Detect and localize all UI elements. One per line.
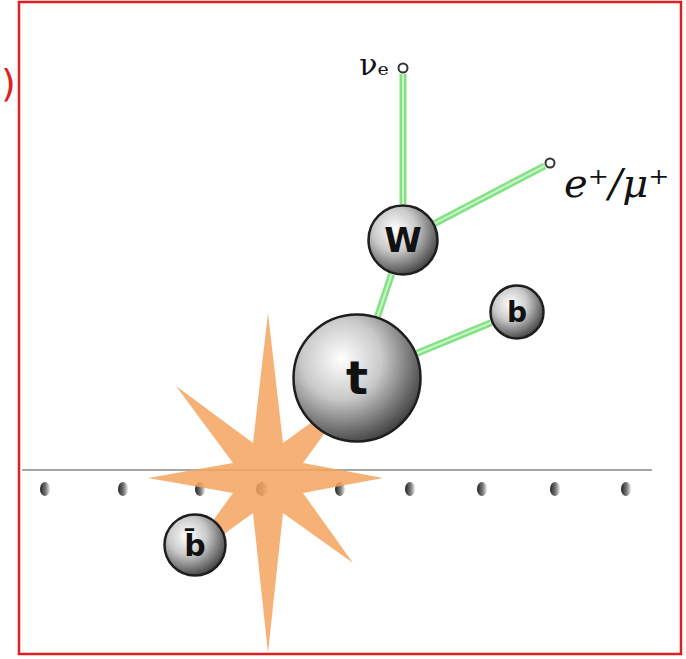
decay-line — [435, 166, 545, 224]
collision-burst — [148, 313, 383, 653]
particle-dot — [397, 62, 409, 74]
panel-mark: ) — [1, 64, 16, 102]
top-quark-sphere: t — [292, 313, 422, 443]
w-boson-sphere: W — [367, 204, 439, 276]
b-quark-sphere: b — [489, 284, 545, 340]
particle-label: νₑ — [359, 47, 389, 82]
decay-line — [403, 74, 404, 204]
particle-symbol: b — [507, 296, 527, 329]
decay-line — [378, 274, 392, 316]
particle-symbol: W — [384, 220, 422, 260]
particle-dot — [544, 157, 556, 169]
frame-border — [19, 2, 681, 654]
particle-label: e⁺/μ⁺ — [564, 160, 669, 206]
lepton-dot: e⁺/μ⁺ — [544, 157, 556, 169]
antib-quark-sphere: b̄ — [163, 513, 227, 577]
particle-symbol: b̄ — [184, 528, 205, 563]
particle-symbol: t — [346, 351, 368, 405]
neutrino-dot: νₑ — [397, 62, 409, 74]
decay-line — [417, 323, 491, 354]
